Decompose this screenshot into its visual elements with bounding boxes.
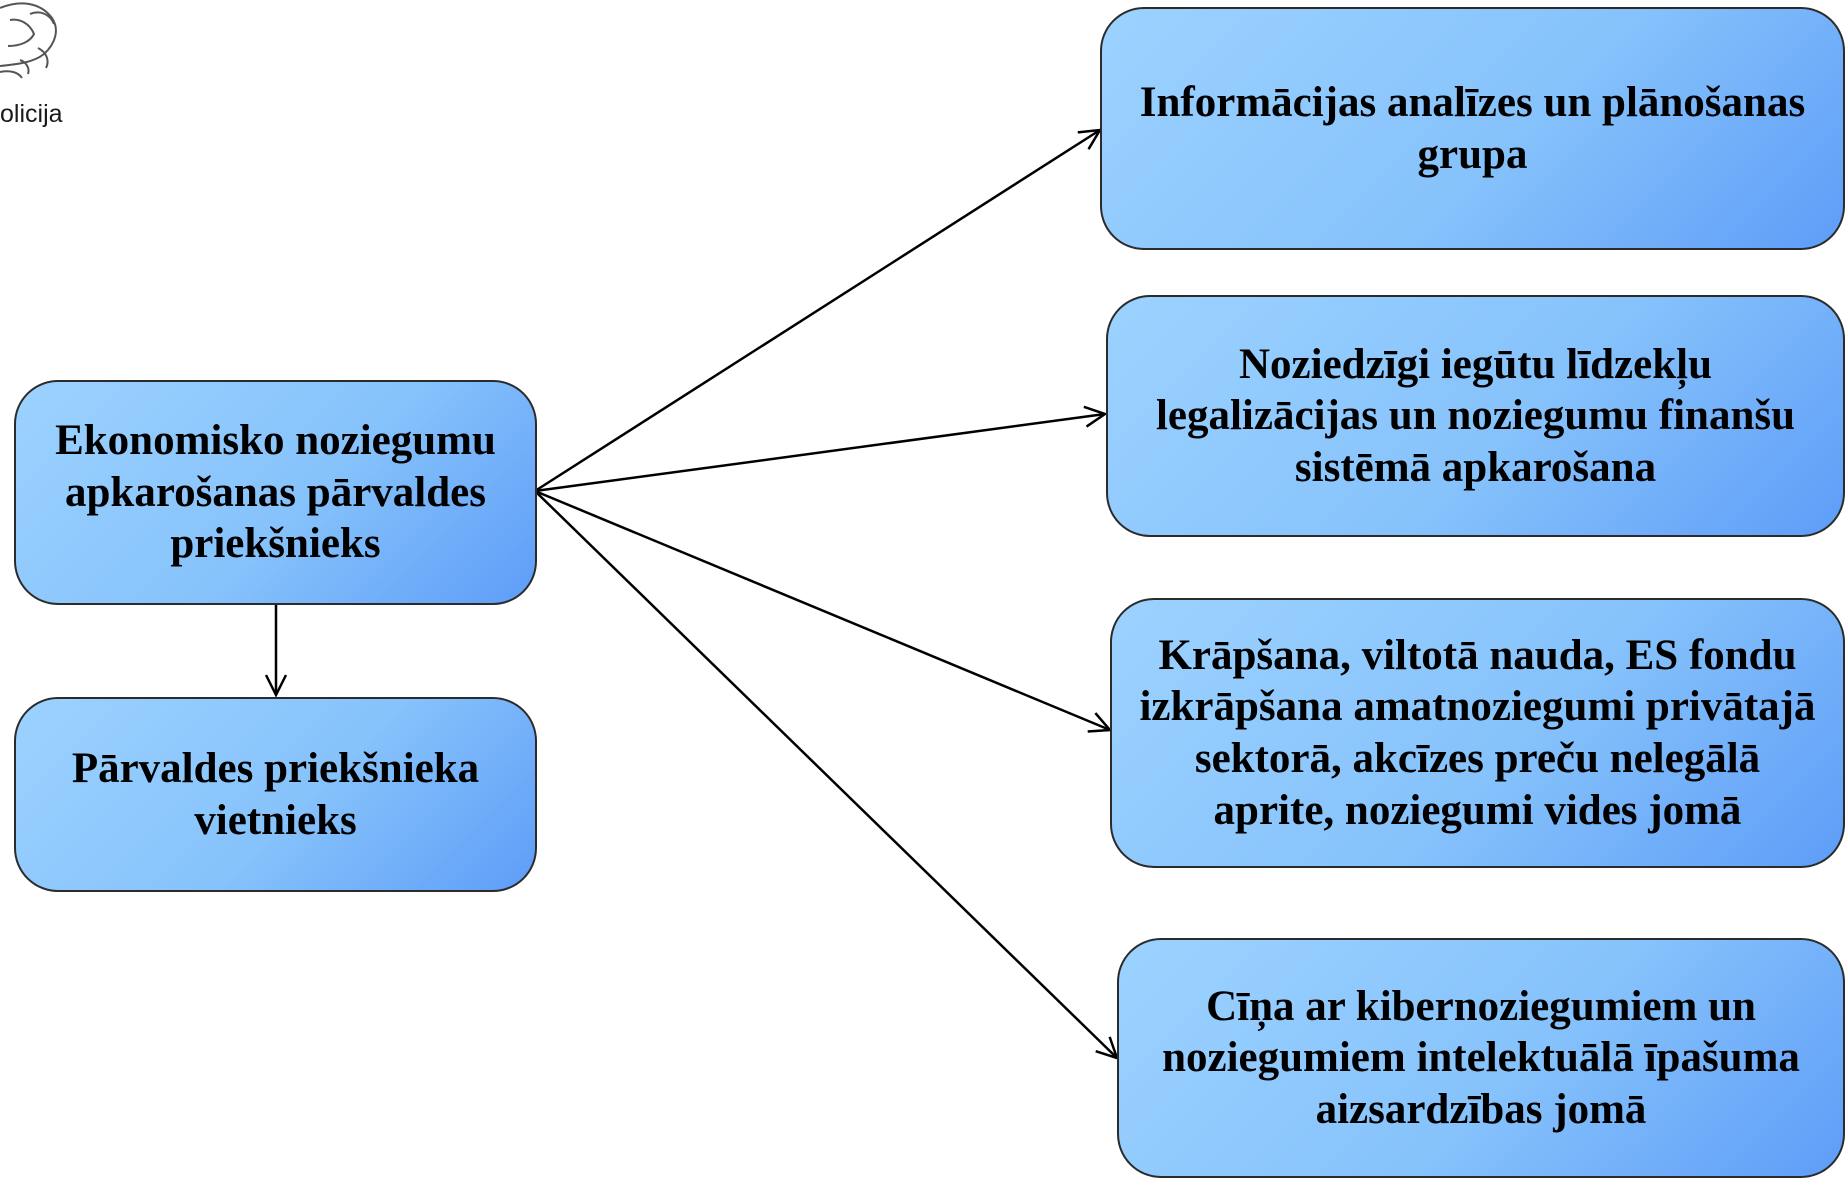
cybercrime-box: Cīņa ar kibernoziegumiem un noziegumiem … [1117,938,1845,1178]
logo-text: olicija [0,100,63,128]
money-laundering-box: Noziedzīgi iegūtu līdzekļu legalizācijas… [1106,295,1845,537]
deputy-head-box: Pārvaldes priekšnieka vietnieks [14,697,537,892]
analysis-group-label: Informācijas analīzes un plānošanas grup… [1139,78,1806,178]
head-of-department-box: Ekonomisko noziegumu apkarošanas pārvald… [14,380,537,605]
fraud-box: Krāpšana, viltotā nauda, ES fondu izkrāp… [1110,598,1845,868]
cybercrime-label: Cīņa ar kibernoziegumiem un noziegumiem … [1162,982,1800,1133]
analysis-group-box: Informācijas analīzes un plānošanas grup… [1100,7,1845,250]
arrow-to-cyber [534,490,1120,1060]
arrow-to-fraud [534,489,1113,733]
arrow-to-money-laundering [534,405,1108,493]
deputy-head-label: Pārvaldes priekšnieka vietnieks [71,744,480,844]
oak-leaf-emblem-icon [0,2,57,79]
arrow-to-analysis [534,128,1103,493]
fraud-label: Krāpšana, viltotā nauda, ES fondu izkrāp… [1139,631,1816,834]
head-of-department-label: Ekonomisko noziegumu apkarošanas pārvald… [55,417,496,568]
money-laundering-label: Noziedzīgi iegūtu līdzekļu legalizācijas… [1155,340,1796,491]
